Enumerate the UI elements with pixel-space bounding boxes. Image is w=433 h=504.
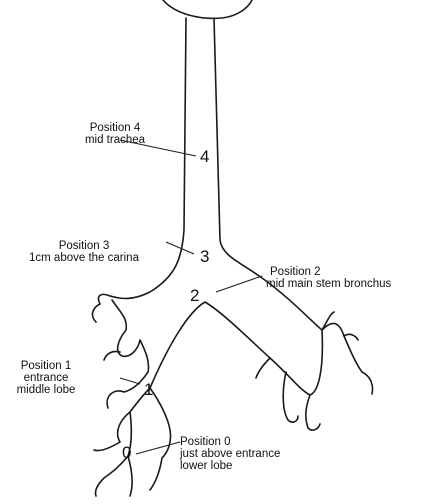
right-side-branches [256,312,373,430]
position-4-number: 4 [200,148,209,165]
position-1-line3: middle lobe [0,384,92,396]
position-0-label: Position 0 just above entrance lower lob… [180,436,330,472]
position-2-desc: mid main stem bronchus [266,278,426,290]
leader-line-1 [120,378,140,384]
position-3-title: Position 3 [4,240,164,252]
position-0-title: Position 0 [180,436,330,448]
position-2-number: 2 [190,287,199,304]
position-2-title: Position 2 [266,266,426,278]
position-1-title: Position 1 [0,360,92,372]
position-3-desc: 1cm above the carina [4,252,164,264]
leader-line-2 [216,276,262,292]
position-1-line2: entrance [0,372,92,384]
position-0-line2: just above entrance [180,448,330,460]
position-4-desc: mid trachea [60,134,170,146]
carina-outline [150,302,310,395]
leader-line-0 [136,442,180,454]
position-0-number: 0 [122,444,131,461]
position-4-title: Position 4 [60,122,170,134]
position-3-label: Position 3 1cm above the carina [4,240,164,264]
position-0-line3: lower lobe [180,460,330,472]
position-2-label: Position 2 mid main stem bronchus [266,266,426,290]
position-4-label: Position 4 mid trachea [60,122,170,146]
position-1-number: 1 [144,381,153,398]
left-side-branches [93,294,171,496]
larynx-outline [163,0,252,18]
position-1-label: Position 1 entrance middle lobe [0,360,92,396]
position-3-number: 3 [200,248,209,265]
